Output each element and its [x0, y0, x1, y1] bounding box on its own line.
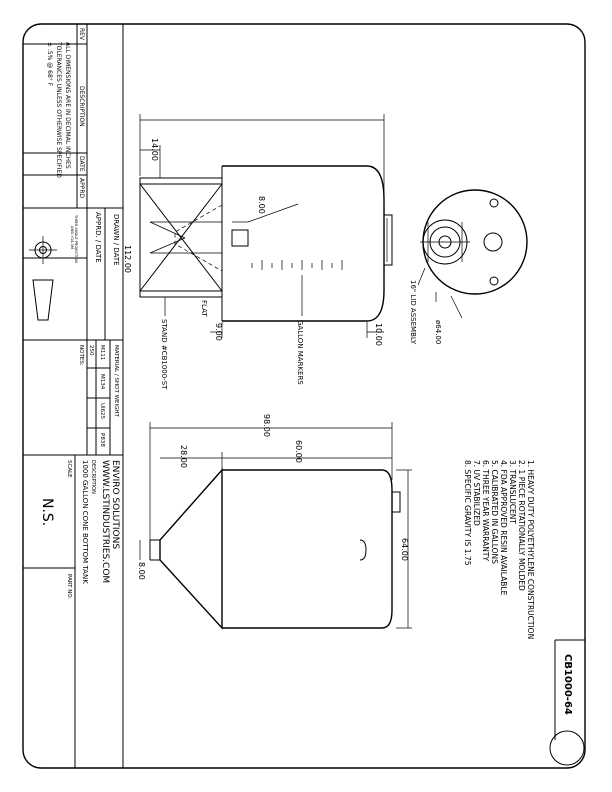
dim-outlet: 8.00 [137, 562, 146, 580]
features-list: 1. HEAVY DUTY POLYETHYLENE CONSTRUCTION … [463, 460, 535, 639]
top-diameter-dim: ø64.00 [434, 320, 442, 344]
material-ui625: UI625 [99, 403, 105, 420]
projection-symbol-icon [29, 236, 57, 321]
feature-8: 8. SPECIFIC GRAVITY IS 1.75 [463, 460, 472, 566]
part-number-label: PART NO. [66, 574, 72, 599]
dim-60: 60.00 [294, 440, 303, 463]
tolerance-line-2: TOLERANCES UNLESS OTHERWISE SPECIFIED [55, 41, 62, 178]
title-block [23, 24, 124, 768]
approved-date-label: APPRD. / DATE [94, 212, 102, 263]
lid-assembly-label: 16" LID ASSEMBLY [409, 280, 417, 345]
material-p838: P838 [99, 433, 105, 447]
feature-2: 2. 1 PIECE ROTATIONALLY MOLDED [517, 460, 526, 591]
dim-98: 98.00 [262, 414, 271, 437]
side-view [139, 422, 412, 630]
feature-5: 5. CALIBRATED IN GALLONS [490, 460, 499, 564]
description-label: DESCRIPTION [90, 460, 96, 494]
feature-6: 6. THREE YEAR WARRANTY [481, 460, 490, 561]
projection-label-1: THIRD ANGLE PROJECTION [74, 214, 78, 263]
scale-value: N.S. [39, 498, 55, 526]
gallon-markers-label: GALLON MARKERS [296, 320, 304, 385]
rev-date-header: DATE [78, 156, 85, 172]
shot-weight: 250 [88, 345, 94, 356]
feature-1: 1. HEAVY DUTY POLYETHYLENE CONSTRUCTION [526, 460, 535, 639]
sheet-border [22, 23, 586, 769]
front-view [139, 114, 393, 338]
dim-28: 28.00 [179, 445, 188, 468]
company-website: WWW.LSTINDUSTRIES.COM [100, 460, 110, 583]
flat-label: FLAT [200, 300, 208, 317]
drawn-date-label: DRAWN / DATE [112, 214, 120, 266]
dim-flat: 8.00 [257, 196, 266, 214]
top-view [417, 189, 528, 319]
feature-7: 7. UV STABILIZED [472, 460, 481, 526]
feature-4: 4. FDA APPROVED RESIN AVAILABLE [499, 460, 508, 596]
material-m111: M111 [99, 345, 105, 360]
material-m134: M134 [99, 374, 105, 390]
part-number: CB1000-64 [562, 654, 573, 715]
dim-9: 9.00 [214, 323, 223, 341]
stand-label: STAND #CB1000-ST [160, 319, 168, 390]
projection-label-2: ANSI Y14.3M [70, 226, 74, 249]
rev-header: REV [78, 28, 85, 41]
scale-label: SCALE [66, 460, 72, 478]
feature-3: 3. TRANSLUCENT [508, 460, 517, 524]
dim-112: 112.00 [123, 245, 132, 273]
notes-label: NOTES: [78, 345, 84, 366]
dim-14: 14.00 [150, 138, 159, 161]
rev-approved-header: APPRD [78, 178, 85, 199]
description-value: 1000 GALLON CONE BOTTOM TANK [81, 460, 89, 584]
part-number-box [549, 639, 585, 766]
tolerance-line-1: ALL DIMENSIONS ARE IN DECIMAL INCHES [64, 42, 71, 169]
company-name: ENVIRO SOLUTIONS [110, 460, 120, 549]
rev-description-header: DESCRIPTION [78, 86, 85, 127]
material-label: MATERIAL / SHOT WEIGHT [113, 345, 119, 418]
dim-10: 10.00 [374, 323, 383, 346]
tolerance-line-3: ± .5% @ 68° F [46, 42, 53, 87]
dim-64: 64.00 [400, 538, 409, 561]
